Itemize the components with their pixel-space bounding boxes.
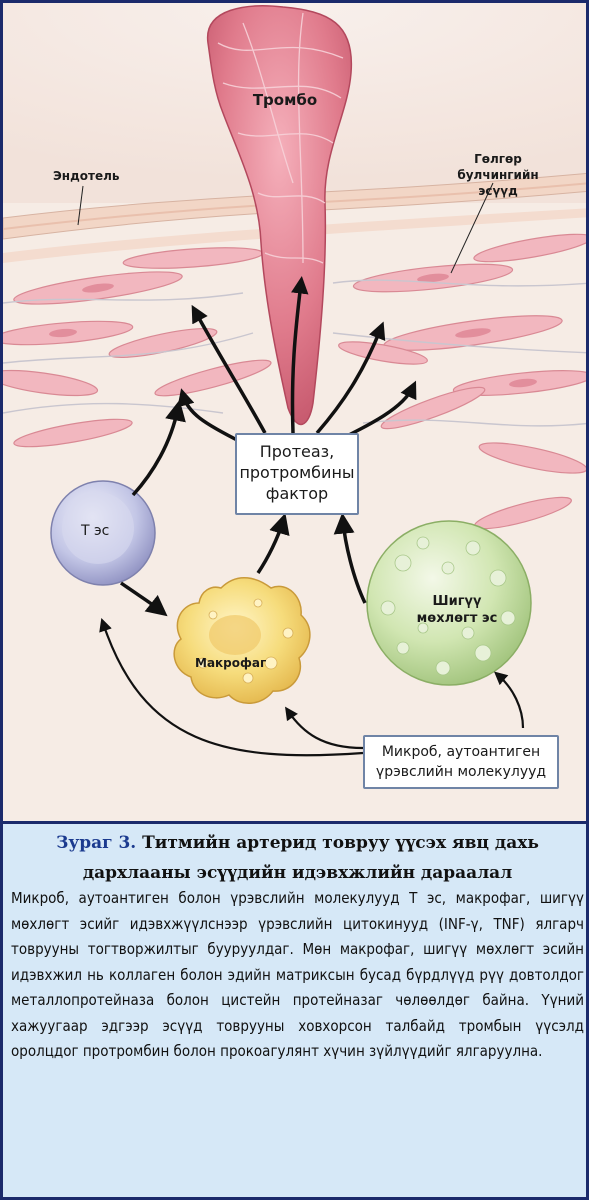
endothelium-leader <box>77 185 84 226</box>
macrophage <box>173 577 311 704</box>
protease-arrows <box>177 276 417 445</box>
t-cell-label: Т эс <box>81 523 110 539</box>
macrophage-label: Макрофаг <box>195 656 267 670</box>
figure-title: Титмийн артерид товруу үүсэх явц дахь да… <box>82 833 539 883</box>
collagen-fibers <box>3 279 586 427</box>
microbe-box: Микроб, аутоантиген үрэвслийн молекулууд <box>363 735 559 789</box>
mast-cell-label: Шигүү мөхлөгт эс <box>416 594 498 626</box>
caption-panel: Зураг 3. Титмийн артерид товруу үүсэх яв… <box>3 821 586 1197</box>
endothelium-label: Эндотель <box>53 169 120 183</box>
caption-title: Зураг 3. Титмийн артерид товруу үүсэх яв… <box>3 828 586 888</box>
illustration-svg <box>3 3 586 757</box>
smooth-muscle-leader <box>450 182 494 274</box>
fibrin-strands <box>217 12 344 264</box>
t-cell <box>50 480 156 586</box>
mast-cell <box>366 520 532 686</box>
caption-body: Микроб, аутоантиген болон үрэвслийн моле… <box>11 889 584 1060</box>
microbe-arrows <box>99 617 525 757</box>
thrombus-label: Тромбо <box>252 91 318 109</box>
cell-arrows <box>119 399 367 617</box>
protease-box: Протеаз, протромбины фактор <box>235 433 359 515</box>
thrombus-shape <box>207 5 353 426</box>
figure-number: Зураг 3. <box>56 833 137 853</box>
illustration: Тромбо Эндотель Гөлгөр булчингийн эсүүд … <box>3 3 586 821</box>
muscle-nuclei <box>49 273 537 388</box>
smooth-muscle-label: Гөлгөр булчингийн эсүүд <box>457 152 539 198</box>
